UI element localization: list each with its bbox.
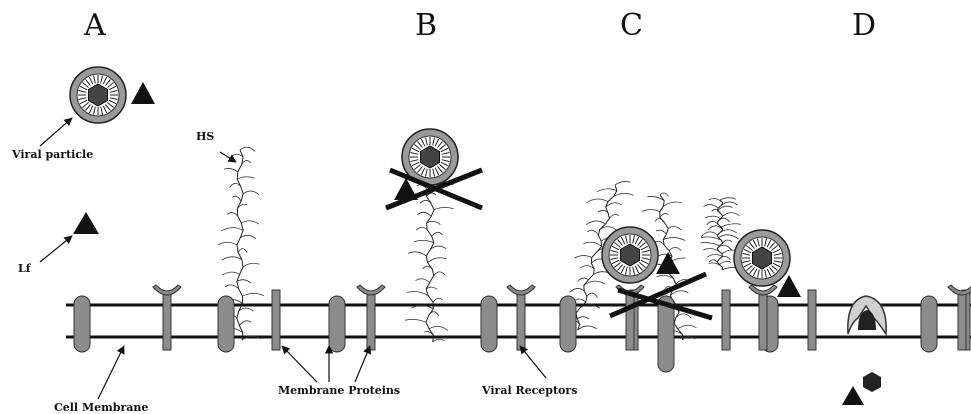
membrane-protein-oval: [560, 296, 576, 352]
membrane-protein-oval: [481, 296, 497, 352]
annotation-arrows: [40, 118, 546, 399]
cell-membrane-label: Cell Membrane: [54, 401, 148, 414]
panel-letter-a: A: [83, 8, 106, 43]
membrane-protein-oval: [921, 296, 937, 352]
membrane-protein-rod: [722, 290, 730, 350]
membrane-protein-oval: [218, 296, 234, 352]
lactoferrin-triangle-icon: [131, 82, 155, 104]
panel-letter-b: B: [415, 8, 437, 43]
viral-particle-icon: [602, 227, 658, 283]
viral-particles-group: [70, 67, 790, 286]
lf-label: Lf: [18, 262, 32, 275]
panel-letter-d: D: [852, 8, 876, 43]
endocytosed-particle: [848, 296, 886, 334]
viral-receptor: [507, 285, 535, 350]
membrane-protein-oval: [74, 296, 90, 352]
viral-receptor: [153, 285, 181, 350]
lactoferrin-triangle-icon: [73, 212, 99, 234]
membrane-protein-oval: [329, 296, 345, 352]
viral-particle-label: Viral particle: [11, 148, 93, 161]
viral-particle-icon: [734, 230, 790, 286]
panel-letter-c: C: [620, 8, 643, 43]
viral-receptor: [357, 285, 385, 350]
lactoferrin-triangle-icon: [842, 386, 864, 405]
viral-receptors-label: Viral Receptors: [481, 384, 577, 397]
viral-particle-icon: [70, 67, 126, 123]
hs-label: HS: [196, 130, 214, 143]
viral-core-hexagon-icon: [863, 372, 881, 392]
membrane-proteins-label: Membrane Proteins: [278, 384, 400, 397]
membrane-protein-rod: [808, 290, 816, 350]
membrane-protein-rod: [272, 290, 280, 350]
